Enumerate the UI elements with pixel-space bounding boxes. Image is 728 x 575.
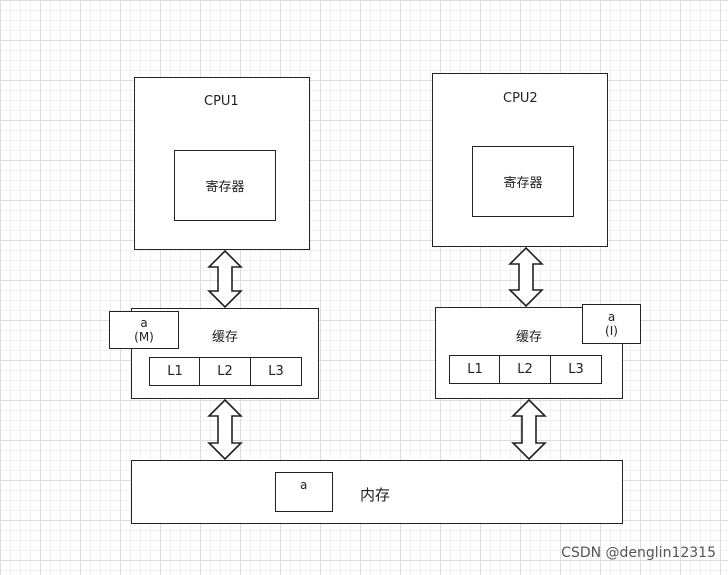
cpu2-state-var: a	[607, 310, 616, 324]
cpu2-cache-arrow	[508, 246, 544, 308]
cpu1-cache-arrow	[207, 249, 243, 309]
cpu2-cache-state-box: a (I)	[582, 304, 641, 344]
cpu2-state-flag: (I)	[605, 324, 618, 338]
cpu1-state-flag: (M)	[134, 330, 154, 344]
cpu2-register-label: 寄存器	[503, 176, 543, 191]
watermark: CSDN @denglin12315	[561, 545, 716, 561]
cpu1-cache-label: 缓存	[212, 330, 239, 345]
cpu1-cache-l1: L1	[149, 357, 201, 386]
cpu1-title: CPU1	[204, 94, 239, 109]
cpu1-register-box: 寄存器	[174, 150, 276, 221]
cpu1-cache-state-box: a (M)	[109, 311, 179, 349]
cpu2-title: CPU2	[503, 91, 538, 106]
cpu1-memory-arrow	[207, 398, 243, 461]
cpu1-cache-l3: L3	[250, 357, 302, 386]
cpu2-cache-l1: L1	[449, 355, 501, 384]
memory-var-box: a	[275, 472, 333, 512]
cpu1-cache-l2: L2	[199, 357, 251, 386]
cpu2-register-box: 寄存器	[472, 146, 574, 217]
memory-var-label: a	[300, 478, 308, 492]
cpu2-memory-arrow	[511, 398, 547, 461]
memory-box	[131, 460, 623, 524]
cpu2-cache-label: 缓存	[516, 330, 543, 345]
cpu1-state-var: a	[140, 316, 148, 330]
cpu2-cache-l2: L2	[499, 355, 551, 384]
memory-label: 内存	[360, 486, 391, 504]
cpu1-register-label: 寄存器	[205, 180, 245, 195]
cpu2-cache-l3: L3	[550, 355, 602, 384]
